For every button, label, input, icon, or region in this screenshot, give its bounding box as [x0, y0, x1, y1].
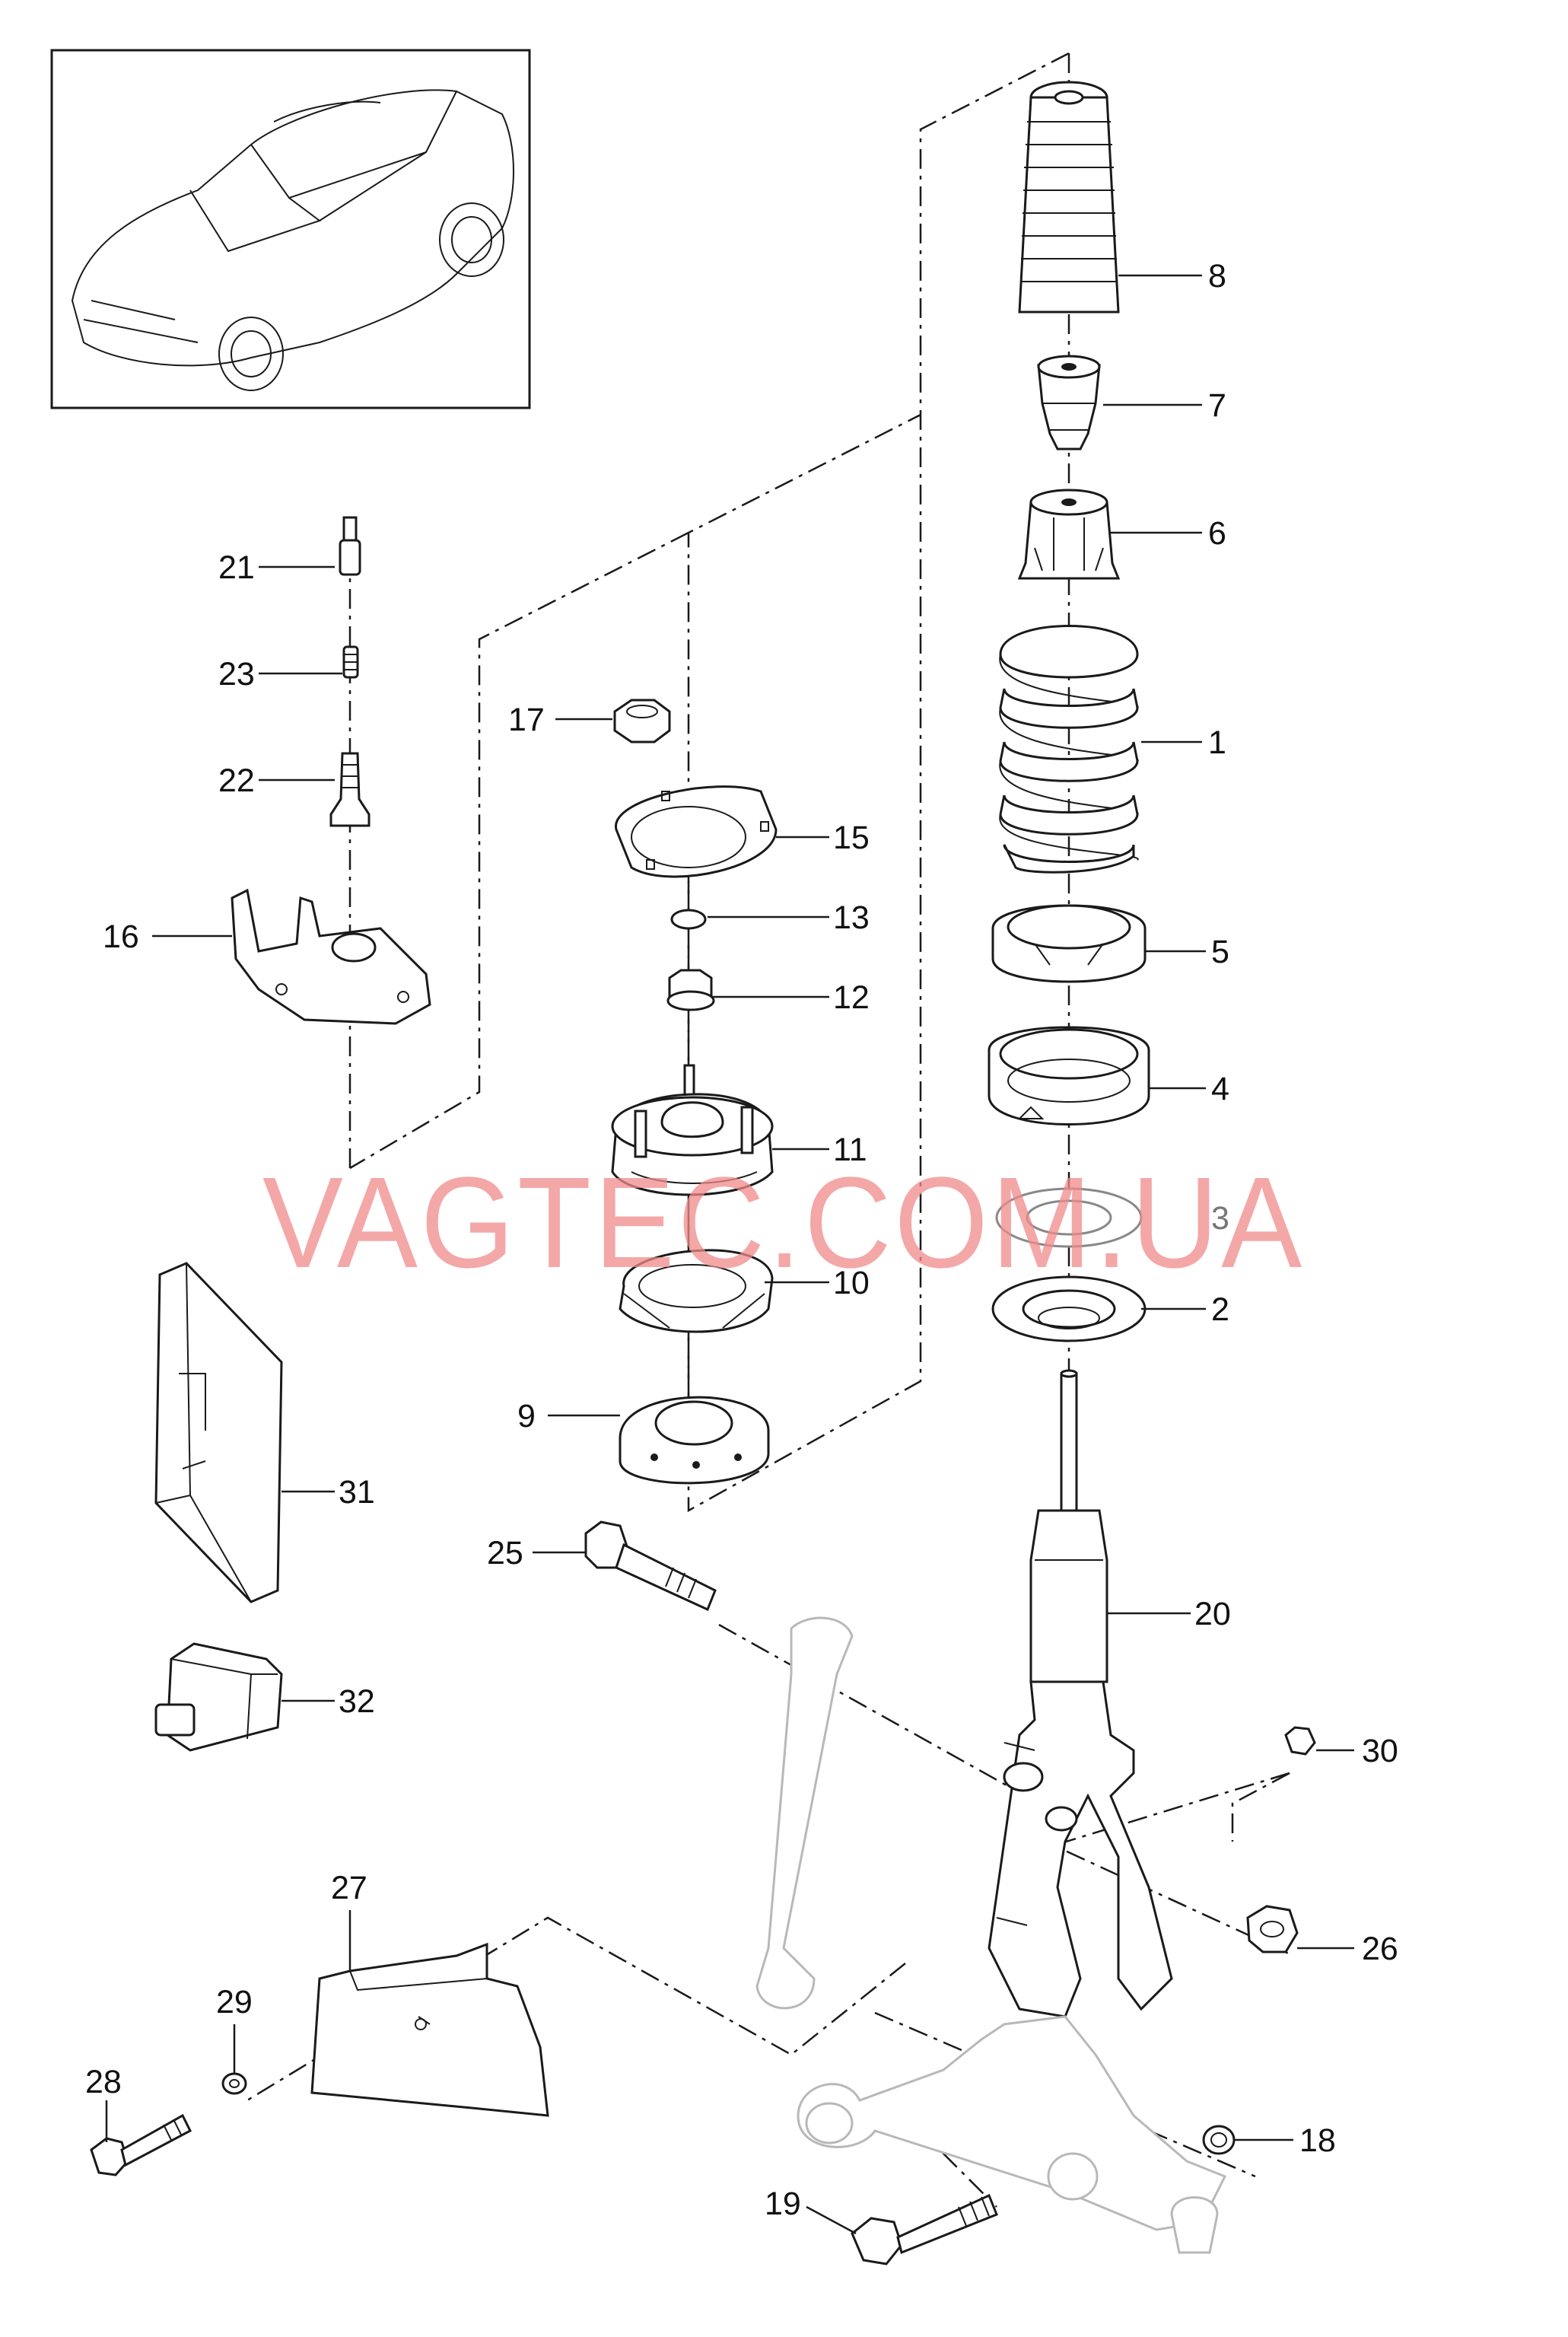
part-25-bolt [584, 1520, 717, 1612]
part-10-rubber-seat [619, 1249, 774, 1333]
part-27-shield [310, 1942, 549, 2117]
callout-11: 11 [833, 1132, 867, 1168]
part-31-control-unit [154, 1262, 283, 1603]
callout-28: 28 [85, 2064, 122, 2100]
callout-27: 27 [331, 1870, 367, 1906]
watermark-text: VAGTEC.COM.UA [262, 1151, 1305, 1295]
callout-8: 8 [1208, 258, 1226, 295]
callout-4: 4 [1211, 1071, 1229, 1107]
callout-12: 12 [833, 979, 870, 1016]
callout-6: 6 [1208, 515, 1226, 552]
part-11-strut-mount [611, 1064, 774, 1196]
part-1-coil-spring [999, 625, 1139, 874]
part-8-bump-boot [1018, 81, 1120, 314]
callout-26: 26 [1362, 1931, 1398, 1967]
callout-29: 29 [216, 1984, 253, 2020]
part-5-spring-seat [991, 904, 1147, 983]
part-2-spring-plate [991, 1275, 1147, 1342]
callout-25: 25 [487, 1535, 523, 1571]
callout-1: 1 [1208, 724, 1226, 761]
part-17-nut [613, 699, 671, 743]
callout-21: 21 [218, 549, 255, 586]
callout-5: 5 [1211, 934, 1229, 970]
callout-17: 17 [508, 702, 545, 738]
callout-3: 3 [1211, 1200, 1229, 1237]
part-28-bolt [90, 2113, 192, 2176]
callout-15: 15 [833, 820, 870, 856]
callout-22: 22 [218, 763, 255, 799]
callout-30: 30 [1362, 1733, 1398, 1769]
control-arm-ghost [755, 1616, 1227, 2254]
callout-16: 16 [103, 919, 139, 955]
part-22-bolt [329, 752, 371, 827]
part-32-sensor [154, 1642, 283, 1752]
callout-19: 19 [765, 2186, 801, 2222]
part-19-bolt [851, 2193, 998, 2265]
callout-13: 13 [833, 899, 870, 936]
callout-23: 23 [218, 656, 255, 693]
part-9-spring-pad [619, 1396, 770, 1485]
callout-2: 2 [1211, 1291, 1229, 1328]
part-21-pin [339, 516, 361, 576]
part-6-spring-cap [1017, 489, 1121, 580]
callout-31: 31 [339, 1474, 375, 1511]
part-23-pin [342, 645, 359, 679]
part-16-bracket [231, 888, 431, 1025]
callout-32: 32 [339, 1683, 375, 1720]
part-29-washer [221, 2072, 247, 2095]
callout-18: 18 [1299, 2122, 1336, 2159]
part-18-bushing [1202, 2125, 1236, 2155]
leader-lines [105, 274, 1354, 2235]
callout-labels: 8 7 6 1 5 4 3 2 20 21 23 22 16 31 32 17 … [85, 258, 1398, 2222]
part-3-washer [995, 1187, 1143, 1248]
part-26-nut [1246, 1905, 1299, 1953]
callout-9: 9 [517, 1398, 536, 1434]
part-15-top-plate [615, 785, 778, 878]
part-20-shock-absorber [988, 1369, 1173, 2018]
part-4-spring-seat-lower [988, 1026, 1150, 1126]
callout-10: 10 [833, 1265, 870, 1301]
part-13-o-ring [670, 909, 707, 930]
part-30-nut [1284, 1726, 1316, 1756]
part-7-bump-stop [1037, 355, 1101, 451]
vehicle-thumbnail [50, 49, 531, 409]
callout-20: 20 [1194, 1596, 1231, 1632]
callout-7: 7 [1208, 387, 1226, 424]
part-12-collar-nut [666, 969, 715, 1011]
